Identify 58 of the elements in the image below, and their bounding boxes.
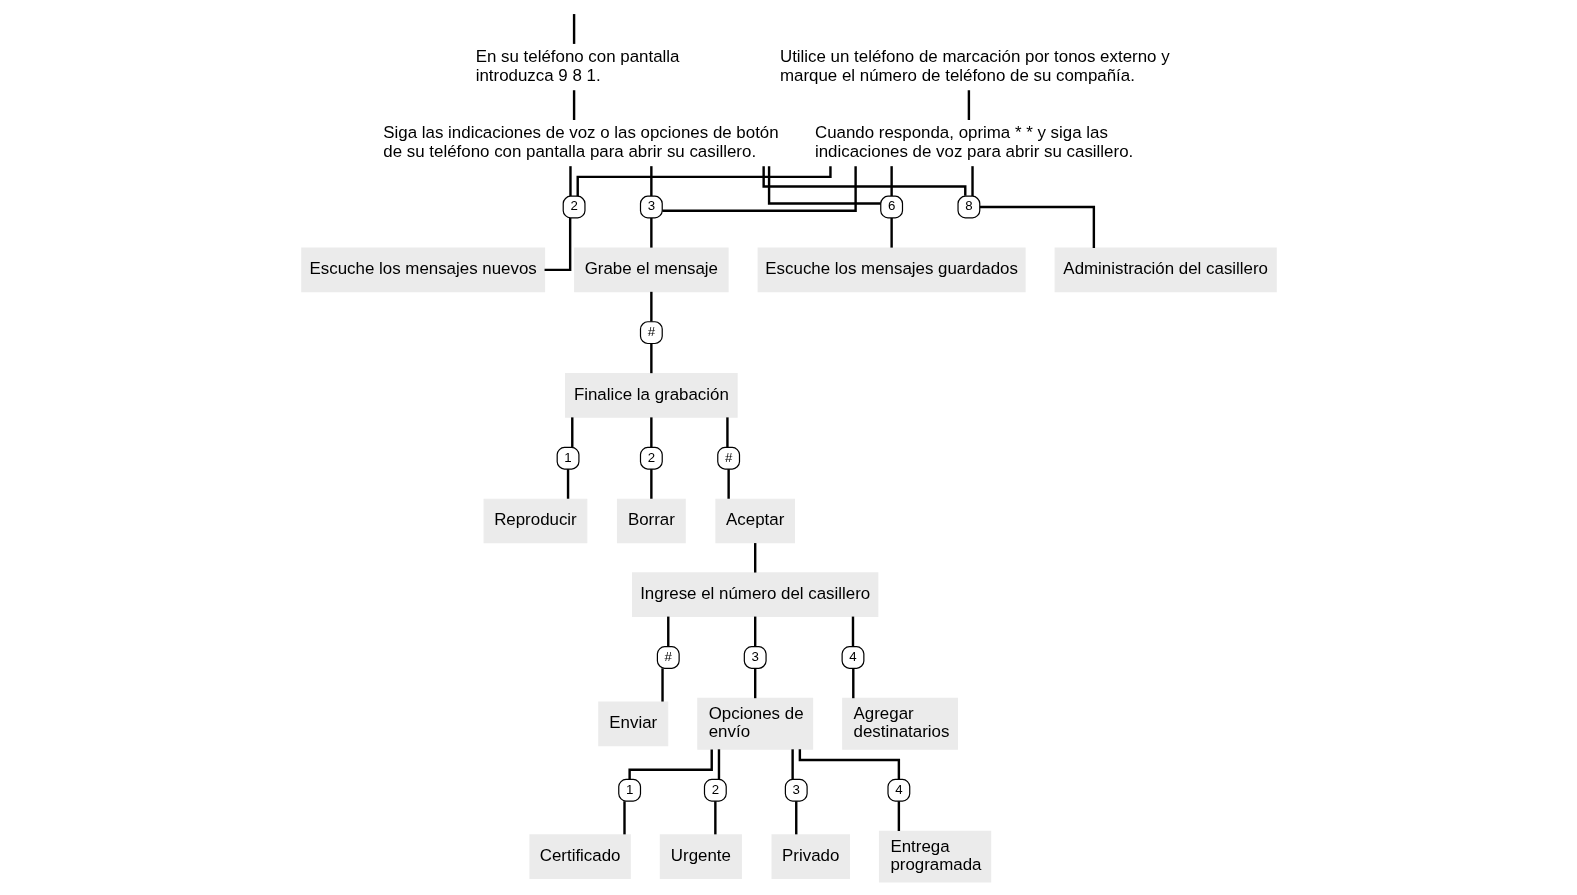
connector (649, 417, 653, 448)
node-box: Escuche los mensajes nuevos (300, 247, 545, 293)
connector (649, 291, 653, 322)
connector (661, 166, 857, 212)
node-text: Cuando responda, oprima * * y siga las indicaciones de voz para abrir su casillero. (814, 123, 1133, 161)
connector (649, 218, 653, 248)
connector (753, 616, 756, 647)
connector (967, 90, 970, 120)
node-box: Urgente (659, 834, 742, 879)
connector (572, 90, 575, 120)
connector (761, 166, 966, 196)
node-box: Administración del casillero (1054, 247, 1277, 293)
node-box: Escuche los mensajes guardados (757, 247, 1026, 293)
node-box: Opciones de envío (696, 697, 813, 750)
connector (717, 749, 720, 780)
node-box: Agregar destinatarios (841, 697, 958, 750)
connector (666, 616, 669, 647)
connector (767, 166, 881, 205)
node-box: Certificado (528, 834, 631, 879)
connector (798, 749, 900, 780)
connector (726, 469, 730, 499)
connector (572, 14, 575, 44)
connector (544, 218, 571, 272)
node-box: Entrega programada (878, 830, 991, 883)
connector (790, 749, 794, 780)
node-box: Aceptar (714, 498, 795, 544)
node-box: Finalice la grabación (564, 373, 738, 418)
connector (576, 166, 832, 197)
node-text: Siga las indicaciones de voz o las opciones de botón de su teléfono con pantalla para abrir su casillero. (382, 123, 779, 161)
connector (979, 205, 1095, 248)
connector (649, 469, 653, 499)
node-box: Enviar (597, 701, 668, 747)
connector (649, 343, 653, 374)
node-box: Reproducir (483, 498, 587, 544)
node-box: Borrar (616, 498, 686, 544)
node-text: Utilice un teléfono de marcación por tonos externo y marque el número de teléfono de su compañía. (779, 47, 1170, 85)
connector (889, 218, 893, 248)
connector (753, 543, 756, 573)
node-box: Grabe el mensaje (573, 247, 729, 293)
connector (794, 801, 797, 835)
connector (851, 668, 854, 699)
connector (622, 801, 626, 835)
node-box: Privado (771, 834, 850, 879)
connector (660, 668, 664, 702)
connector (970, 166, 974, 196)
connector (627, 749, 713, 779)
node-text: En su teléfono con pantalla introduzca 9 8 1. (475, 47, 679, 85)
connector (851, 616, 854, 647)
connector (713, 801, 717, 835)
connector (889, 166, 893, 196)
node-box: Ingrese el número del casillero (631, 572, 878, 617)
connector (568, 166, 572, 196)
connector (649, 166, 653, 196)
connector (570, 417, 573, 448)
connector (897, 801, 900, 831)
connector (566, 469, 569, 499)
connector (725, 417, 729, 448)
connector (753, 668, 756, 699)
